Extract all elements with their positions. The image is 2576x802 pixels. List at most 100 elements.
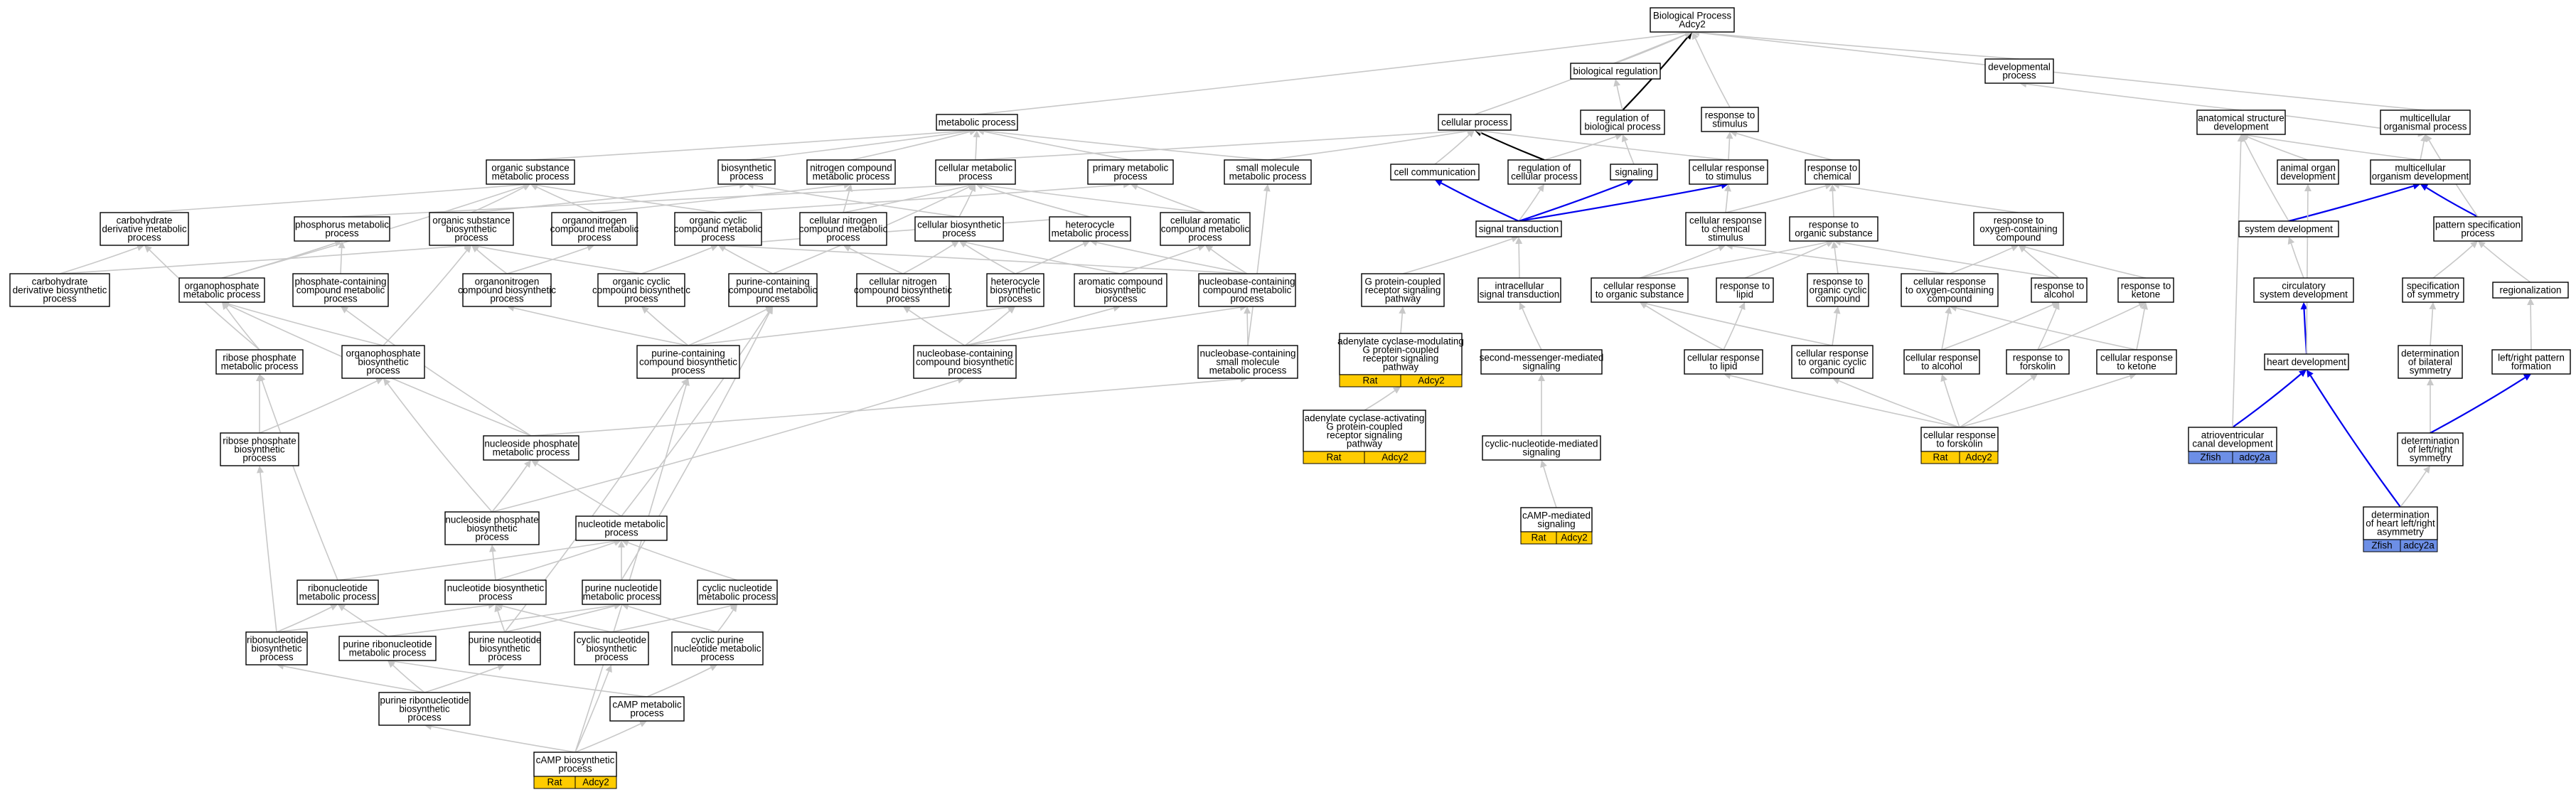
term-box[interactable] xyxy=(2253,277,2354,303)
term-box[interactable] xyxy=(717,159,776,185)
term-box[interactable] xyxy=(1791,345,1874,379)
term-box[interactable] xyxy=(2188,427,2277,452)
term-box[interactable] xyxy=(806,159,896,185)
term-box[interactable] xyxy=(1438,114,1512,131)
term-box[interactable] xyxy=(935,159,1016,185)
go-term-sigtrans[interactable]: signal transduction xyxy=(1475,220,1562,237)
term-box[interactable] xyxy=(674,212,762,246)
term-box[interactable] xyxy=(533,752,617,777)
term-box[interactable] xyxy=(986,273,1044,307)
term-box[interactable] xyxy=(1789,216,1878,242)
term-box[interactable] xyxy=(2277,159,2339,185)
term-box[interactable] xyxy=(2363,506,2438,540)
term-box[interactable] xyxy=(294,216,390,242)
term-box[interactable] xyxy=(671,631,764,665)
term-box[interactable] xyxy=(100,212,189,246)
term-box[interactable] xyxy=(2492,282,2569,299)
term-box[interactable] xyxy=(636,345,740,379)
term-box[interactable] xyxy=(1716,277,1774,303)
term-box[interactable] xyxy=(2433,216,2523,242)
term-box[interactable] xyxy=(338,636,437,661)
term-box[interactable] xyxy=(378,692,471,726)
term-box[interactable] xyxy=(341,345,425,379)
term-box[interactable] xyxy=(1650,7,1735,33)
term-box[interactable] xyxy=(2370,159,2471,185)
term-box[interactable] xyxy=(2398,345,2463,379)
term-box[interactable] xyxy=(2031,277,2088,303)
term-box[interactable] xyxy=(9,273,110,307)
term-box[interactable] xyxy=(575,515,668,541)
term-box[interactable] xyxy=(2006,349,2070,375)
go-term-signaling[interactable]: signaling xyxy=(1610,164,1658,181)
term-box[interactable] xyxy=(1984,58,2054,84)
term-box[interactable] xyxy=(1477,277,1561,303)
term-box[interactable] xyxy=(914,216,1004,242)
term-box[interactable] xyxy=(483,435,579,461)
term-box[interactable] xyxy=(486,159,575,185)
term-box[interactable] xyxy=(1920,427,1999,452)
term-box[interactable] xyxy=(1901,273,1999,307)
term-box[interactable] xyxy=(444,511,540,545)
term-box[interactable] xyxy=(1361,273,1445,307)
term-box[interactable] xyxy=(1520,507,1593,533)
term-box[interactable] xyxy=(582,579,661,605)
term-box[interactable] xyxy=(1610,164,1658,181)
term-box[interactable] xyxy=(1482,435,1601,461)
term-box[interactable] xyxy=(1570,63,1661,80)
term-box[interactable] xyxy=(2402,277,2464,303)
term-box[interactable] xyxy=(2238,220,2339,237)
term-box[interactable] xyxy=(296,579,379,605)
term-box[interactable] xyxy=(1591,277,1689,303)
term-box[interactable] xyxy=(1701,107,1759,132)
term-box[interactable] xyxy=(574,631,649,665)
term-box[interactable] xyxy=(1303,410,1426,452)
term-box[interactable] xyxy=(2264,353,2349,370)
term-box[interactable] xyxy=(913,345,1017,379)
term-box[interactable] xyxy=(292,273,389,307)
term-box[interactable] xyxy=(1684,349,1763,375)
term-box[interactable] xyxy=(2096,349,2177,375)
term-box[interactable] xyxy=(2380,109,2471,135)
